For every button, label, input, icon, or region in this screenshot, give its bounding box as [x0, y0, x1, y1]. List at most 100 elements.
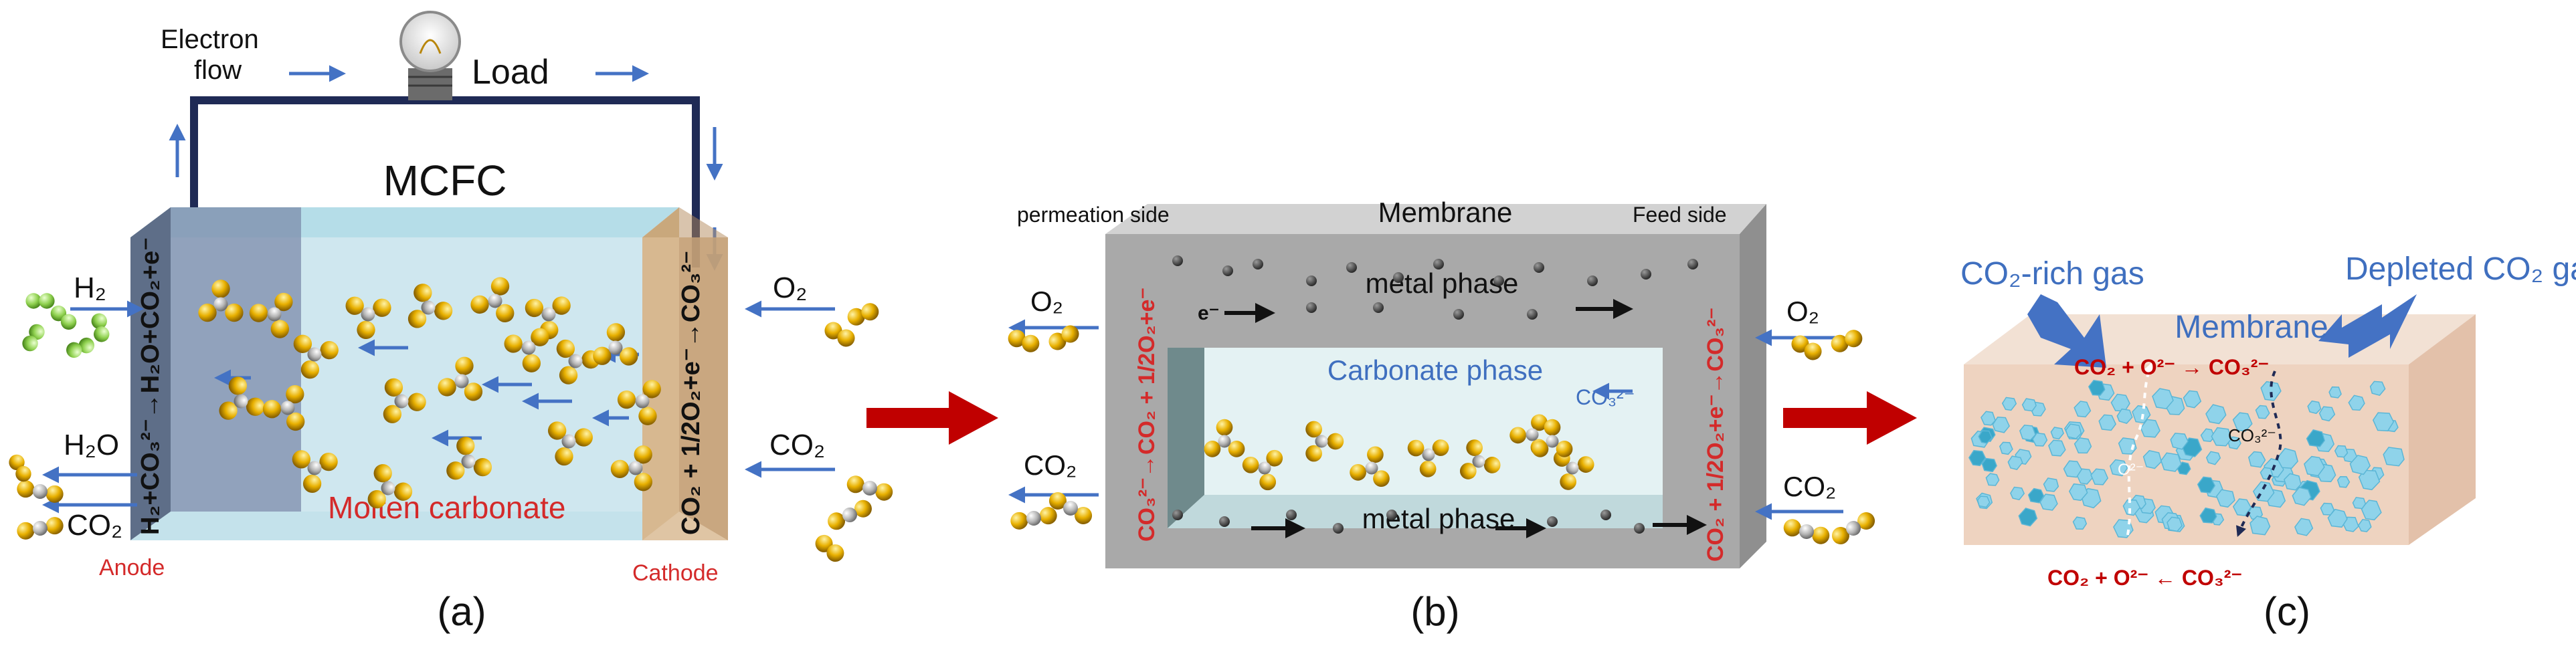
diatomic-molecule [847, 303, 879, 326]
electron-dot [1253, 259, 1263, 269]
oxide-ion-label: O²⁻ [2118, 461, 2144, 479]
electron-dot [1373, 302, 1384, 313]
carbonate-molecule [548, 421, 593, 466]
carbonate-ion-label-c: CO₃²⁻ [2228, 425, 2276, 445]
electron-dot [1172, 255, 1183, 266]
electron-dot [1172, 510, 1183, 520]
molecules-layer [9, 277, 1875, 562]
flow-big-arrows [2027, 294, 2417, 368]
carbonate-molecule [249, 292, 293, 338]
anode-label: Anode [99, 555, 165, 580]
electron-dot [1453, 309, 1464, 320]
carbonate-path [2236, 370, 2282, 537]
carbonate-molecule [407, 284, 453, 328]
carbonate-molecule [383, 378, 426, 423]
carbonate-molecule [1242, 449, 1283, 491]
feed-reaction: CO₂ + 1/2O₂+e⁻→CO₃²⁻ [1703, 308, 1728, 562]
o2-in-label: O₂ [773, 271, 807, 304]
carbonate-molecule [1204, 419, 1245, 457]
diatomic-molecule [22, 324, 45, 352]
depleted-co2-label: Depleted CO₂ gas [2345, 251, 2576, 287]
electron-dot [1527, 309, 1538, 320]
o2-out-label: O₂ [1030, 286, 1063, 317]
co2-in-label-b: CO₂ [1783, 471, 1836, 502]
diatomic-molecule [91, 313, 110, 342]
metal-phase-bottom-label: metal phase [1362, 503, 1515, 534]
mcfc-title: MCFC [383, 156, 507, 205]
molten-carbonate-label: Molten carbonate [328, 490, 565, 525]
anode-reaction: H₂+CO₃²⁻→H₂O+CO₂+e⁻ [136, 237, 165, 535]
diatomic-molecule [1791, 335, 1822, 360]
carbonate-molecule [293, 334, 339, 379]
diatomic-molecule [824, 322, 855, 347]
panel-a-caption: (a) [437, 589, 486, 634]
electron-dot [1219, 516, 1230, 527]
h2-label: H₂ [74, 271, 106, 304]
panel-c-caption: (c) [2264, 589, 2310, 634]
carbonate-molecule [1305, 421, 1344, 462]
electron-dot [1687, 259, 1698, 269]
electron-dot [1547, 516, 1558, 527]
diatomic-molecule [1831, 330, 1863, 352]
carbonate-molecule [593, 323, 638, 366]
diatomic-molecule [66, 337, 95, 358]
carbonate-molecule [292, 450, 338, 494]
electron-dot [1534, 262, 1544, 273]
carbonate-ion-label: CO₃²⁻ [1576, 385, 1635, 409]
co2-molecule [1048, 492, 1093, 524]
carbonate-grains [1968, 379, 2405, 538]
co2-out-label-b: CO₂ [1024, 449, 1077, 481]
electron-dot [1286, 510, 1297, 520]
carbonate-molecule [1459, 439, 1501, 479]
carbonate-phase-label: Carbonate phase [1327, 354, 1543, 386]
electron-dot [1600, 510, 1611, 520]
diatomic-molecule [815, 534, 844, 562]
electron-dots-layer [1172, 255, 1698, 534]
carbonate-molecule [198, 280, 244, 322]
diatomic-molecule [25, 293, 55, 309]
membrane-label: Membrane [1378, 197, 1513, 228]
metal-phase-top-label: metal phase [1366, 267, 1519, 299]
electron-dot [1333, 523, 1344, 534]
cathode-label: Cathode [632, 560, 719, 586]
co2-molecule [1010, 507, 1057, 530]
feed-side-label: Feed side [1633, 203, 1727, 227]
top-reaction: CO₂ + O²⁻ → CO₃²⁻ [2074, 355, 2269, 379]
electron-dot [1386, 510, 1397, 520]
load-label: Load [472, 53, 549, 92]
panel-b-membrane: permeation side Membrane Feed side metal… [1008, 197, 1843, 634]
co2-molecule [17, 517, 64, 540]
panel-a-gas-arrows [42, 300, 835, 514]
carbonate-molecule [1407, 439, 1449, 477]
carbonate-molecule [470, 277, 515, 323]
electron-dot [1306, 302, 1317, 313]
carbonate-molecule [438, 356, 483, 401]
electron-dot [1493, 276, 1504, 286]
co2-molecule [1831, 512, 1875, 544]
diatomic-molecule [50, 305, 77, 330]
carbonate-molecule [262, 385, 305, 431]
diatomic-molecule [1048, 325, 1079, 350]
diatomic-molecule [1008, 330, 1040, 352]
permeation-side-label: permeation side [1017, 203, 1170, 227]
metal-phase-arrows [1224, 299, 1707, 538]
carbonate-molecule [345, 296, 391, 340]
carbonate-molecule [367, 464, 413, 509]
permeation-reaction: CO₃²⁻→CO₂ + 1/2O₂+e⁻ [1134, 288, 1160, 542]
electron-flow-label-line1: Electron [161, 25, 259, 54]
electron-flow-label-line2: flow [194, 56, 242, 85]
transition-arrow-1 [866, 391, 998, 445]
panel-b-caption: (b) [1410, 589, 1459, 634]
co2-molecule [17, 480, 64, 503]
carbonate-molecule [610, 445, 652, 491]
panel-c-mechanism: CO₂-rich gas Depleted CO₂ gas Membrane C… [1960, 251, 2576, 634]
carbonate-molecule [1532, 419, 1573, 457]
diatomic-molecule [9, 454, 31, 482]
co2-in-label: CO₂ [769, 429, 825, 461]
electron-dot [1393, 272, 1404, 283]
electron-dot [1222, 265, 1233, 276]
carbonate-molecule [1350, 446, 1390, 487]
carbonate-molecule [219, 376, 265, 420]
carbonate-molecule [617, 380, 661, 425]
electron-dot [1433, 259, 1444, 269]
